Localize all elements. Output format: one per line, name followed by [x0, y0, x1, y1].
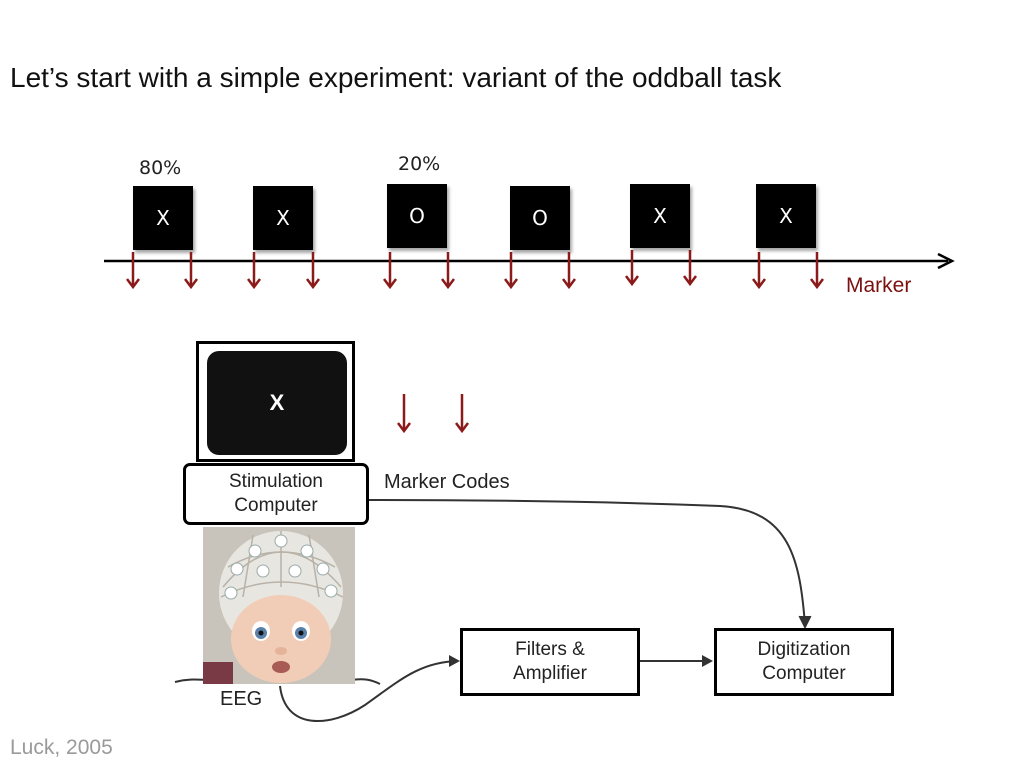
- citation: Luck, 2005: [10, 736, 113, 759]
- digit-line2: Computer: [762, 663, 846, 684]
- filters-line2: Amplifier: [513, 663, 587, 684]
- marker-arrow: [247, 252, 261, 290]
- stimulus-box: X: [756, 184, 816, 248]
- marker-code-arrow: [397, 394, 411, 434]
- marker-arrow: [625, 250, 639, 287]
- digit-line1: Digitization: [757, 639, 851, 660]
- baby-eeg-photo: [203, 527, 355, 684]
- eeg-label: EEG: [220, 688, 263, 710]
- frequent-percentage: 80%: [139, 157, 182, 179]
- stimulation-computer-box: Stimulation Computer: [183, 463, 369, 525]
- marker-code-arrow: [455, 394, 469, 434]
- marker-arrow: [752, 252, 766, 290]
- marker-arrow: [562, 252, 576, 290]
- marker-arrow: [504, 252, 518, 290]
- stimulus-box: X: [253, 186, 313, 250]
- eeg-cable: [279, 660, 459, 723]
- time-axis-arrowhead: [937, 252, 955, 270]
- marker-arrow: [306, 252, 320, 290]
- marker-arrow: [441, 252, 455, 290]
- stimulus-box: O: [387, 184, 447, 248]
- filters-amplifier-box: Filters & Amplifier: [460, 628, 640, 696]
- monitor-screen: X: [207, 351, 347, 455]
- marker-codes-label: Marker Codes: [384, 471, 510, 493]
- stim-computer-line1: Stimulation: [229, 471, 323, 492]
- marker-label: Marker: [846, 274, 912, 297]
- digitization-computer-box: Digitization Computer: [714, 628, 894, 696]
- marker-arrow: [184, 252, 198, 290]
- rare-percentage: 20%: [398, 153, 441, 175]
- marker-arrow: [683, 250, 697, 287]
- marker-codes-cable: [368, 499, 806, 626]
- stimulus-box: O: [510, 186, 570, 250]
- stimulus-box: X: [630, 184, 690, 248]
- marker-arrow: [126, 252, 140, 290]
- stimulus-box: X: [133, 186, 193, 250]
- slide-title: Let’s start with a simple experiment: va…: [10, 62, 782, 93]
- screen-letter: X: [269, 390, 285, 415]
- stimulus-monitor: X: [196, 341, 355, 462]
- stim-computer-line2: Computer: [234, 495, 318, 516]
- marker-arrow: [810, 252, 824, 290]
- filters-line1: Filters &: [515, 639, 585, 660]
- marker-arrow: [383, 252, 397, 290]
